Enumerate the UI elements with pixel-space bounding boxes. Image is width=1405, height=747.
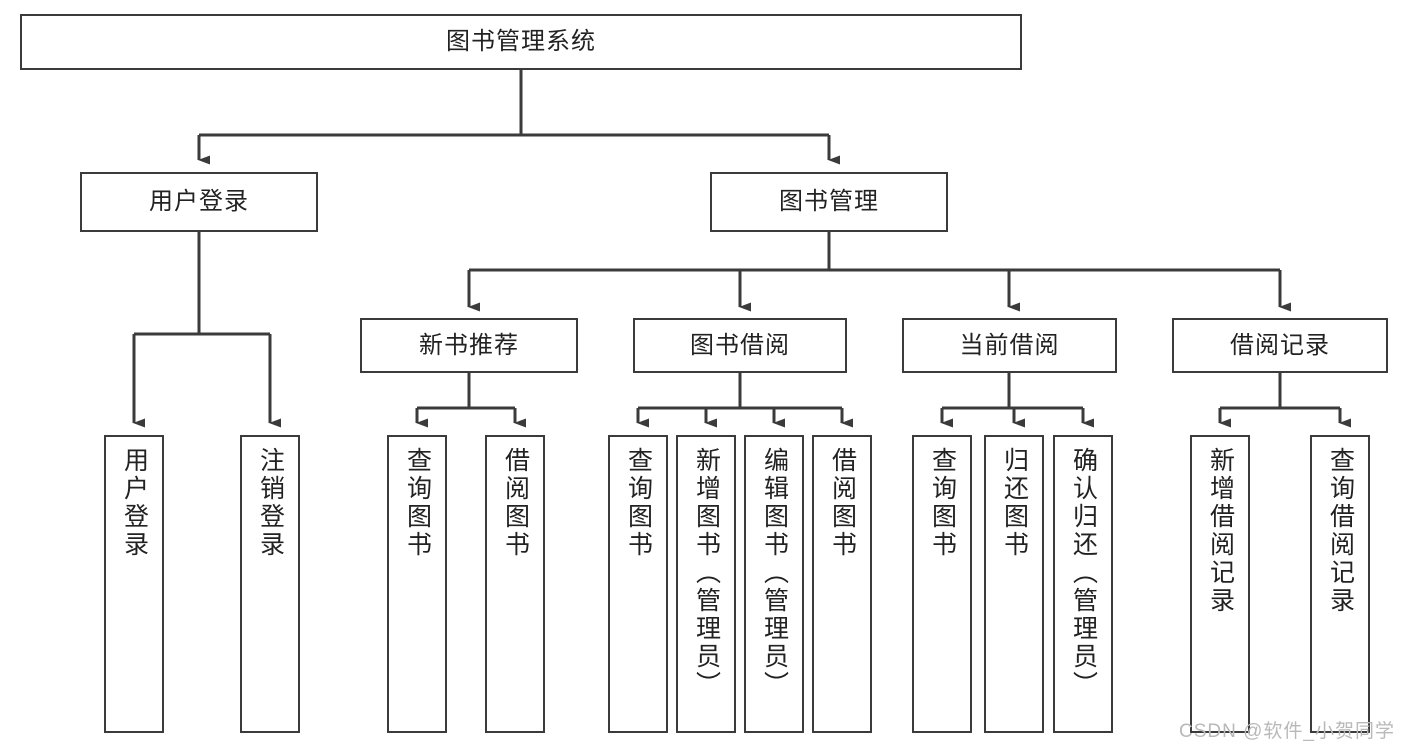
leaf-add-borrow-record-label: 新增借阅记录 xyxy=(1206,447,1235,615)
node-root-label: 图书管理系统 xyxy=(446,28,596,55)
leaf-return-book-label: 归还图书 xyxy=(1000,447,1029,559)
node-user-login-label: 用户登录 xyxy=(149,188,249,215)
node-new-book-recommend[interactable]: 新书推荐 xyxy=(360,318,578,373)
leaf-query-book-current[interactable]: 查询图书 xyxy=(912,435,972,733)
leaf-edit-book-admin[interactable]: 编辑图书（管理员） xyxy=(744,435,804,733)
leaf-return-book[interactable]: 归还图书 xyxy=(984,435,1044,733)
leaf-user-logout-label: 注销登录 xyxy=(256,447,285,559)
leaf-query-borrow-record-label: 查询借阅记录 xyxy=(1326,447,1355,615)
node-book-manage-label: 图书管理 xyxy=(779,188,879,215)
node-borrow-record[interactable]: 借阅记录 xyxy=(1172,318,1388,373)
leaf-edit-book-admin-label: 编辑图书（管理员） xyxy=(760,447,789,699)
leaf-user-logout[interactable]: 注销登录 xyxy=(240,435,300,733)
leaf-borrow-book-rec-label: 借阅图书 xyxy=(501,447,530,559)
leaf-borrow-book-label: 借阅图书 xyxy=(828,447,857,559)
node-current-borrow-label: 当前借阅 xyxy=(959,331,1060,359)
leaf-add-book-admin[interactable]: 新增图书（管理员） xyxy=(676,435,736,733)
leaf-query-borrow-record[interactable]: 查询借阅记录 xyxy=(1310,435,1370,733)
leaf-confirm-return-admin-label: 确认归还（管理员） xyxy=(1069,447,1098,699)
leaf-borrow-book-rec[interactable]: 借阅图书 xyxy=(485,435,545,733)
leaf-query-book-rec[interactable]: 查询图书 xyxy=(387,435,447,733)
leaf-query-book-borrow-label: 查询图书 xyxy=(624,447,653,559)
leaf-query-book-borrow[interactable]: 查询图书 xyxy=(608,435,668,733)
leaf-user-login[interactable]: 用户登录 xyxy=(104,435,164,733)
node-book-borrow-label: 图书借阅 xyxy=(690,331,790,359)
node-current-borrow[interactable]: 当前借阅 xyxy=(902,318,1117,373)
node-borrow-record-label: 借阅记录 xyxy=(1230,331,1330,359)
leaf-user-login-label: 用户登录 xyxy=(120,447,149,559)
node-book-manage[interactable]: 图书管理 xyxy=(710,172,948,232)
node-user-login[interactable]: 用户登录 xyxy=(80,172,318,232)
node-root[interactable]: 图书管理系统 xyxy=(20,14,1022,70)
leaf-borrow-book[interactable]: 借阅图书 xyxy=(812,435,872,733)
leaf-query-book-current-label: 查询图书 xyxy=(928,447,957,559)
leaf-query-book-rec-label: 查询图书 xyxy=(403,447,432,559)
leaf-add-book-admin-label: 新增图书（管理员） xyxy=(692,447,721,699)
node-new-book-recommend-label: 新书推荐 xyxy=(419,331,519,359)
leaf-confirm-return-admin[interactable]: 确认归还（管理员） xyxy=(1053,435,1113,733)
node-book-borrow[interactable]: 图书借阅 xyxy=(633,318,847,373)
csdn-watermark: CSDN @软件_小贺同学 xyxy=(1179,721,1395,742)
leaf-add-borrow-record[interactable]: 新增借阅记录 xyxy=(1190,435,1250,733)
